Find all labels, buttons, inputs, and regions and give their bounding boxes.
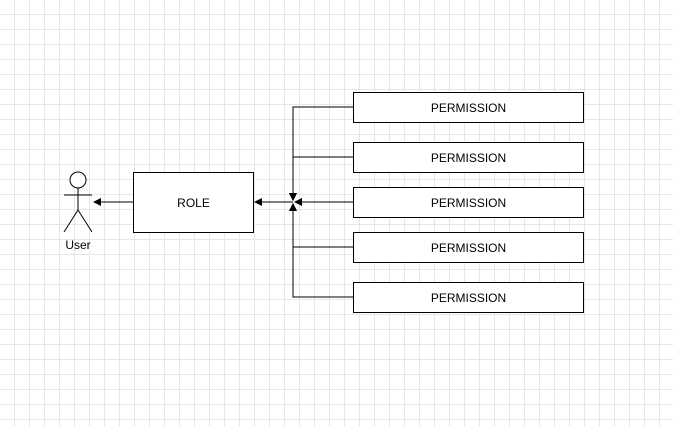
permission-1-connector[interactable]	[289, 106, 353, 201]
permission-box-3[interactable]: PERMISSION	[353, 187, 584, 218]
permission-box-4[interactable]: PERMISSION	[353, 232, 584, 263]
permission-label: PERMISSION	[430, 290, 507, 305]
permission-label: PERMISSION	[430, 100, 507, 115]
permission-5-connector[interactable]	[289, 203, 353, 298]
permission-2-connector[interactable]	[289, 156, 353, 201]
role-label: ROLE	[177, 195, 210, 210]
permission-box-2[interactable]: PERMISSION	[353, 142, 584, 173]
permission-box-5[interactable]: PERMISSION	[353, 282, 584, 313]
permission-label: PERMISSION	[430, 195, 507, 210]
user-actor-label: User	[65, 238, 91, 252]
role-box[interactable]: ROLE	[133, 172, 254, 233]
permission-label: PERMISSION	[430, 240, 507, 255]
permission-label: PERMISSION	[430, 150, 507, 165]
permission-box-1[interactable]: PERMISSION	[353, 92, 584, 123]
user-actor-icon[interactable]	[63, 171, 93, 233]
permission-4-connector[interactable]	[289, 203, 353, 248]
